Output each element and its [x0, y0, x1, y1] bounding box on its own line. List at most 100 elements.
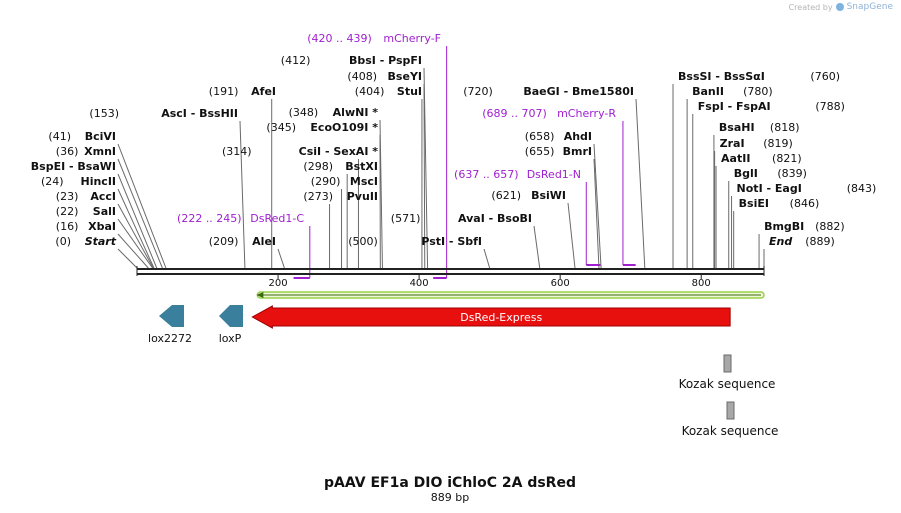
ruler-tick-label: 400 — [410, 278, 429, 289]
site-position: (153) — [89, 107, 119, 120]
site-position: (22) — [56, 205, 79, 218]
orf-arrow — [256, 291, 765, 299]
dsred-label: DsRed-Express — [460, 311, 542, 324]
primer-range: (222 .. 245) — [177, 212, 242, 225]
restriction-site: AscI - BssHII(153) — [89, 107, 238, 120]
ruler-tick-label: 200 — [269, 278, 288, 289]
site-line — [635, 98, 646, 269]
site-line — [117, 158, 163, 269]
restriction-site: AhdI (658) — [525, 130, 592, 143]
restriction-site: BbsI - PspFI(412) — [281, 54, 422, 67]
restriction-site: BspEI - BsaWI(28) — [31, 160, 116, 173]
site-position: (889) — [805, 235, 835, 248]
restriction-site: BmrI(655) — [525, 145, 592, 158]
site-line — [239, 120, 246, 269]
restriction-site: PvuII (273) — [303, 190, 378, 203]
site-position: (843) — [847, 182, 877, 195]
kozak-label: Kozak sequence — [679, 377, 776, 391]
site-name: BciVI — [85, 130, 116, 143]
site-position: (500) — [348, 235, 378, 248]
site-position: (0) — [55, 235, 71, 248]
site-position: (621) — [491, 189, 521, 202]
restriction-site: Start (0) — [55, 235, 116, 248]
site-name: NotI - EagI — [737, 182, 802, 195]
site-position: (818) — [770, 121, 800, 134]
kozak-label: Kozak sequence — [682, 424, 779, 438]
feature-lox2272: lox2272 — [148, 305, 192, 345]
site-position: (760) — [810, 70, 840, 83]
restriction-site: ZraI (819) — [720, 137, 793, 150]
site-position: (819) — [763, 137, 793, 150]
site-name: BanII — [692, 85, 724, 98]
site-position: (839) — [777, 167, 807, 180]
restriction-site: AleI(209) — [209, 235, 276, 248]
site-position: (209) — [209, 235, 239, 248]
site-position: (720) — [463, 85, 493, 98]
site-name: ZraI — [720, 137, 745, 150]
snapgene-logo-icon — [835, 3, 844, 11]
primer-name: DsRed1-C — [250, 212, 304, 225]
restriction-site: BsiWI (621) — [491, 189, 566, 202]
restriction-site: AfeI(191) — [209, 85, 276, 98]
bottom-strand — [137, 273, 764, 275]
loxp-arrow — [219, 305, 243, 327]
orf-arrowhead — [256, 292, 264, 298]
site-position: (191) — [209, 85, 239, 98]
site-name: XbaI — [88, 220, 116, 233]
site-position: (23) — [56, 190, 79, 203]
site-lines — [117, 67, 765, 269]
plasmid-name: pAAV EF1a DIO iChloC 2A dsRed — [324, 475, 576, 491]
restriction-site: AccI(23) — [56, 190, 116, 203]
site-name: BsiWI — [531, 189, 566, 202]
site-name: Start — [85, 235, 117, 248]
site-name: AvaI - BsoBI — [458, 212, 532, 225]
restriction-site: BmgBI(882) — [764, 220, 845, 233]
restriction-site: BssSI - BssSαI(760) — [678, 70, 840, 83]
site-name: PvuII — [347, 190, 378, 203]
primer-name: mCherry-R — [557, 107, 616, 120]
restriction-site: End (889) — [769, 235, 835, 248]
restriction-site: BseYI(408) — [347, 70, 422, 83]
site-name: End — [769, 235, 792, 248]
lox2272-label: lox2272 — [148, 332, 192, 345]
site-line — [593, 158, 600, 269]
site-name: AlwNI * — [333, 106, 379, 119]
site-position: (273) — [303, 190, 333, 203]
site-position: (655) — [525, 145, 555, 158]
site-name: CsiI - SexAI * — [299, 145, 379, 158]
restriction-site: SalI(22) — [56, 205, 116, 218]
restriction-site: XmnI(36) — [56, 145, 116, 158]
site-position: (41) — [48, 130, 71, 143]
primer-range: (689 .. 707) — [482, 107, 547, 120]
site-line — [117, 203, 154, 269]
primer-dsred1-n: DsRed1-N(637 .. 657) — [454, 168, 601, 266]
site-name: StuI — [397, 85, 422, 98]
site-line — [117, 188, 155, 269]
ruler-tick-label: 800 — [692, 278, 711, 289]
site-line — [117, 248, 138, 269]
primer-name: mCherry-F — [383, 32, 441, 45]
site-name: MscI — [350, 175, 378, 188]
kozak-box — [726, 401, 735, 420]
site-position: (345) — [266, 121, 296, 134]
ruler-tick-label: 600 — [551, 278, 570, 289]
feature-loxp: loxP — [219, 305, 243, 345]
site-name: HincII — [80, 175, 116, 188]
site-line — [423, 83, 426, 269]
restriction-site: CsiI - SexAI *(314) — [222, 145, 378, 158]
site-line — [277, 248, 285, 269]
top-strand — [137, 268, 764, 270]
site-line — [567, 202, 576, 269]
site-line — [593, 143, 602, 269]
restriction-site: BglI(839) — [734, 167, 807, 180]
plasmid-length: 889 bp — [431, 491, 469, 504]
site-line — [117, 173, 158, 269]
site-position: (658) — [525, 130, 555, 143]
site-line — [117, 218, 153, 269]
sequence-backbone: 200 400 600 800 — [136, 266, 765, 289]
restriction-site: AvaI - BsoBI(571) — [391, 212, 532, 225]
lox2272-arrow — [159, 305, 184, 327]
restriction-site: XbaI(16) — [56, 220, 116, 233]
site-name: AhdI — [564, 130, 592, 143]
